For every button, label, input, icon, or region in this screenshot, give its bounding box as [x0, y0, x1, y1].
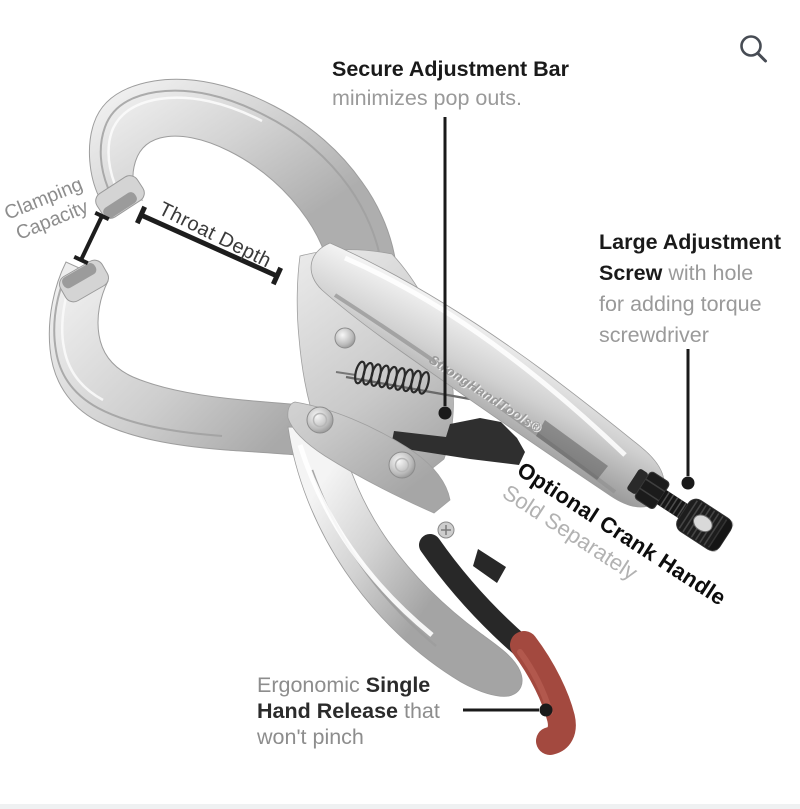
callout-single-hand-release: Ergonomic Single Hand Release that won't… — [257, 673, 440, 749]
callout-lines — [438, 117, 695, 717]
spring — [335, 360, 471, 401]
callout-secure-adjustment-bar: Secure Adjustment Bar minimizes pop outs… — [332, 55, 569, 113]
upper-jaw — [89, 78, 399, 309]
release-lever — [419, 534, 532, 657]
red-grip — [510, 631, 576, 755]
magnifier-icon — [740, 35, 767, 63]
rivet — [334, 327, 356, 349]
lower-handle-plate — [287, 401, 451, 514]
pivot-rivet — [388, 451, 416, 479]
secure-adjustment-bar — [392, 418, 525, 465]
lower-handle — [287, 426, 523, 697]
page-section-divider — [0, 804, 800, 809]
throat-depth-measure — [135, 205, 283, 286]
callout-large-adjustment-screw: Large Adjustment Screw with hole for add… — [599, 230, 781, 347]
clamping-capacity-measure — [73, 210, 110, 266]
callout-desc: minimizes pop outs. — [332, 86, 522, 110]
release-leader-dot — [539, 703, 553, 717]
image-zoom-button[interactable] — [731, 26, 775, 70]
adjustment-screw — [627, 469, 734, 553]
callout-title: Large Adjustment — [599, 230, 781, 254]
pivot-rivet — [306, 406, 334, 434]
screw-leader-dot — [681, 476, 695, 490]
secure-bar-leader-dot — [438, 406, 452, 420]
lower-jaw-pad — [59, 259, 109, 303]
callout-title: Secure Adjustment Bar — [332, 57, 569, 81]
upper-jaw-pad — [95, 175, 145, 219]
torque-hole — [693, 514, 713, 533]
